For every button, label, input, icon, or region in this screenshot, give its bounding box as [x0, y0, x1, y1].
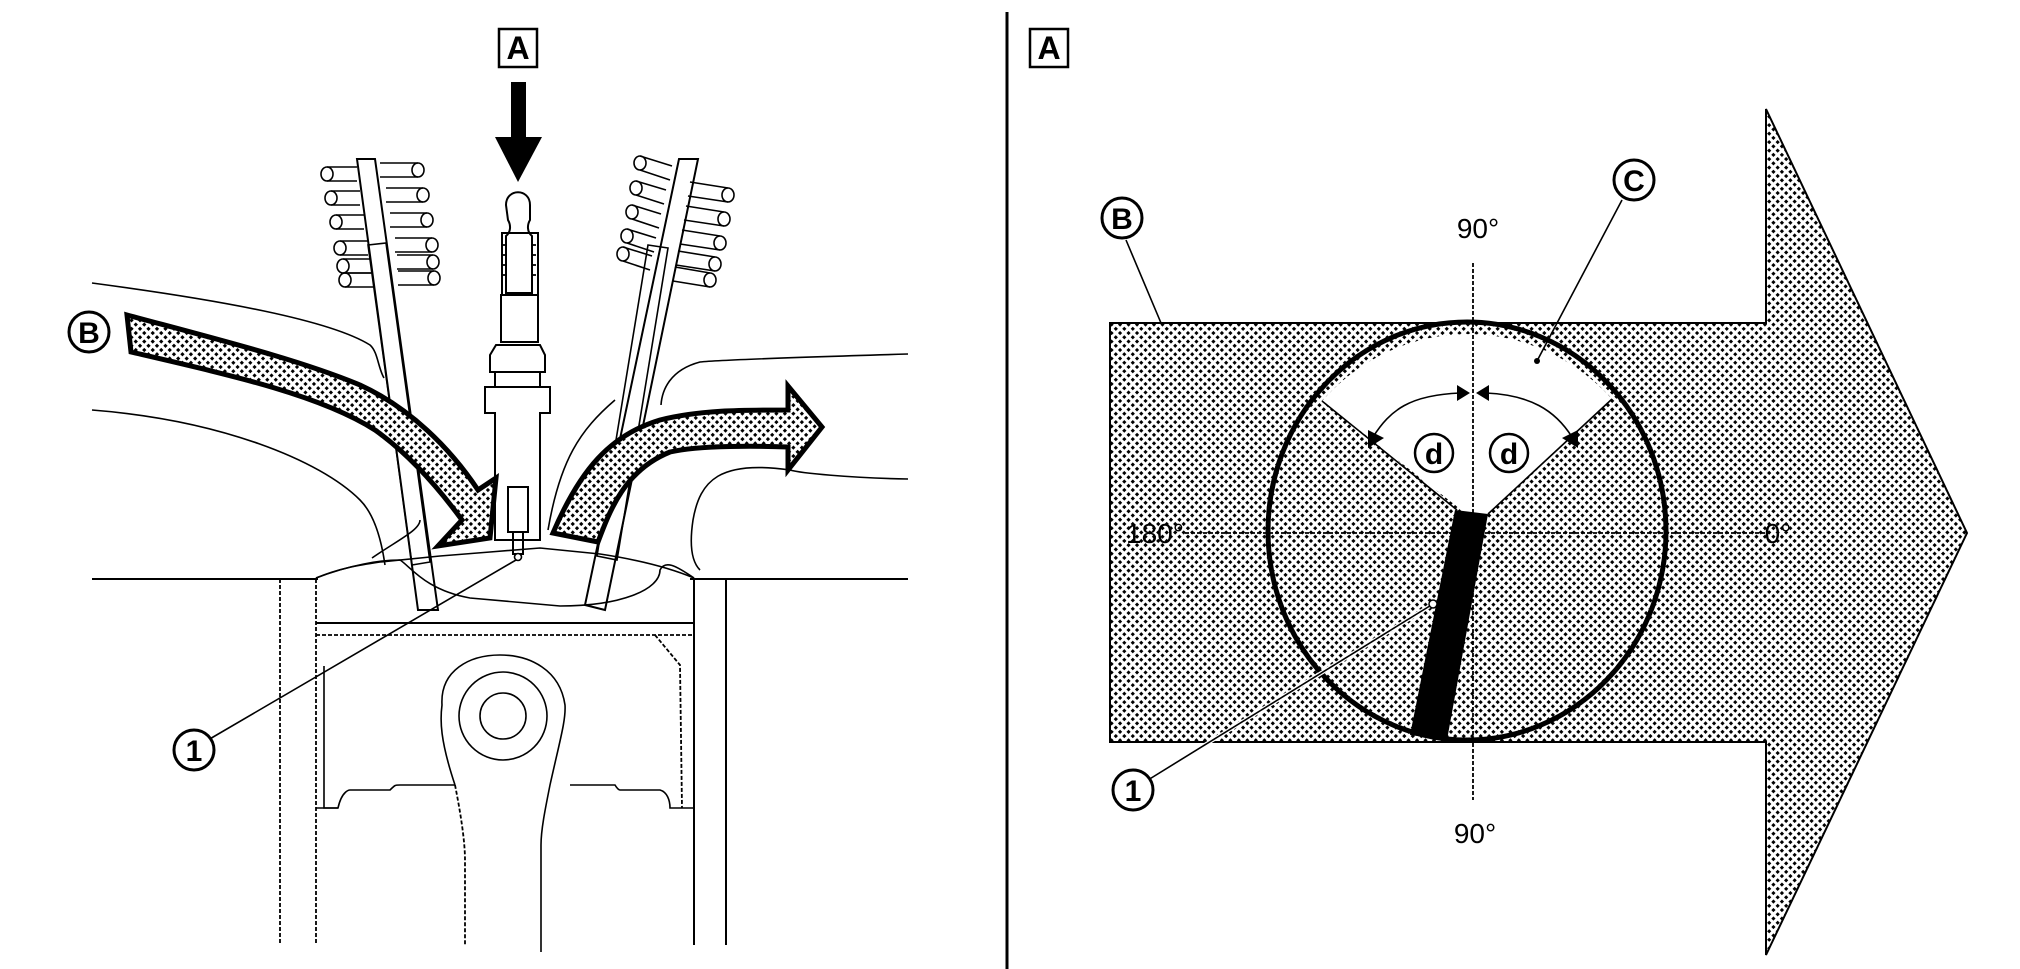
cross-section-view: A — [67, 27, 909, 952]
callout-b-label: B — [78, 317, 100, 350]
callout-d-right: d — [1488, 432, 1530, 474]
view-direction-arrow-icon — [495, 82, 542, 182]
callout-d-left: d — [1413, 432, 1455, 474]
angle-label-top: 90° — [1457, 213, 1499, 244]
callout-d-left-label: d — [1425, 438, 1443, 471]
intake-valve — [320, 158, 441, 611]
exhaust-port-outline — [547, 353, 909, 571]
angle-label-bottom: 90° — [1454, 818, 1496, 849]
exhaust-valve — [583, 155, 735, 612]
view-marker-a-detail-label: A — [1037, 30, 1060, 66]
callout-c-label: C — [1623, 165, 1645, 198]
view-marker-a-detail: A — [1028, 27, 1070, 69]
angle-d-left — [1368, 385, 1470, 448]
open-sector — [1322, 334, 1612, 519]
cylinder-block — [92, 547, 908, 945]
intake-port-outline — [91, 282, 421, 566]
angle-d-right — [1476, 385, 1578, 448]
intake-flow-arrow — [124, 311, 500, 550]
callout-c-sector: C — [1534, 158, 1656, 364]
callout-b-intake: B — [67, 310, 111, 354]
connecting-rod — [440, 654, 566, 952]
view-marker-a-label: A — [506, 30, 529, 66]
callout-1-electrode-label: 1 — [1125, 775, 1142, 808]
angle-label-left: 180° — [1126, 518, 1184, 549]
angle-label-right: 0° — [1765, 518, 1792, 549]
callout-1-label: 1 — [186, 735, 203, 768]
piston — [316, 622, 694, 809]
ground-electrode — [1410, 510, 1488, 740]
callout-b-flow: B — [1100, 196, 1162, 324]
callout-1-spark-tip: 1 — [172, 559, 517, 772]
spark-plug — [484, 191, 551, 562]
exhaust-valve-spring — [616, 155, 735, 288]
exhaust-flow-arrow — [549, 379, 826, 545]
intake-valve-spring — [320, 162, 441, 288]
electrode-orientation-view: A d d — [1028, 27, 1969, 956]
callout-b-flow-label: B — [1111, 203, 1133, 236]
callout-d-right-label: d — [1500, 438, 1518, 471]
view-marker-a: A — [497, 27, 539, 69]
callout-1-electrode: 1 — [1111, 599, 1438, 812]
